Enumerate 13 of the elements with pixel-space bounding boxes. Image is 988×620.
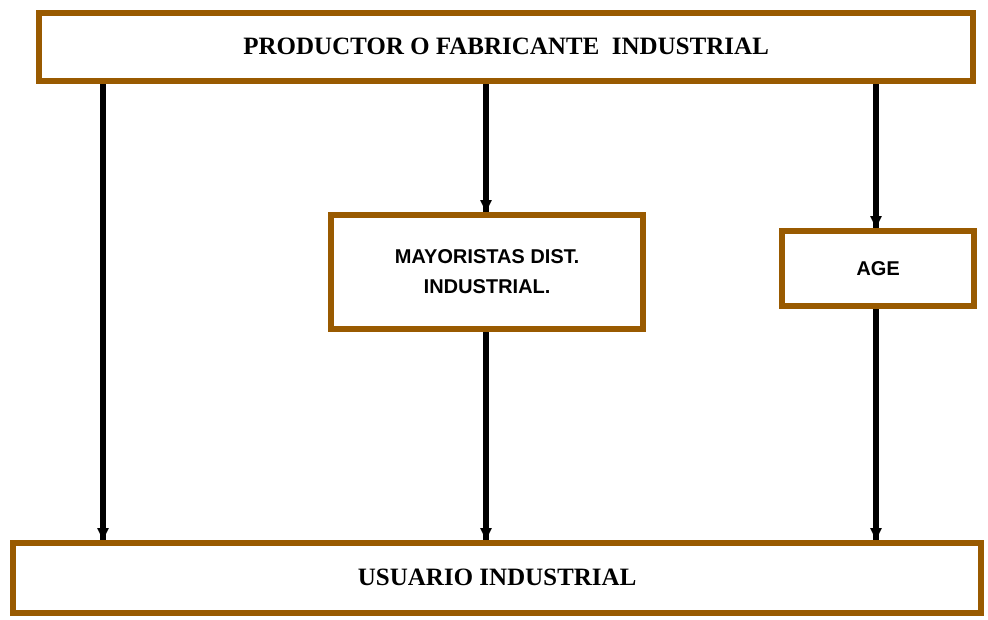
node-label: USUARIO INDUSTRIAL xyxy=(358,564,636,592)
process-box xyxy=(10,540,984,616)
process-box xyxy=(779,228,977,309)
arrow xyxy=(480,84,492,212)
process-box xyxy=(36,10,976,84)
process-box xyxy=(328,212,646,332)
node-label: MAYORISTAS DIST. INDUSTRIAL. xyxy=(394,245,580,300)
node-label: AGE xyxy=(856,256,900,282)
arrow xyxy=(97,84,109,540)
arrow xyxy=(870,309,882,540)
node-label: PRODUCTOR O FABRICANTE INDUSTRIAL xyxy=(243,33,769,61)
arrow xyxy=(870,84,882,228)
arrow xyxy=(480,332,492,540)
